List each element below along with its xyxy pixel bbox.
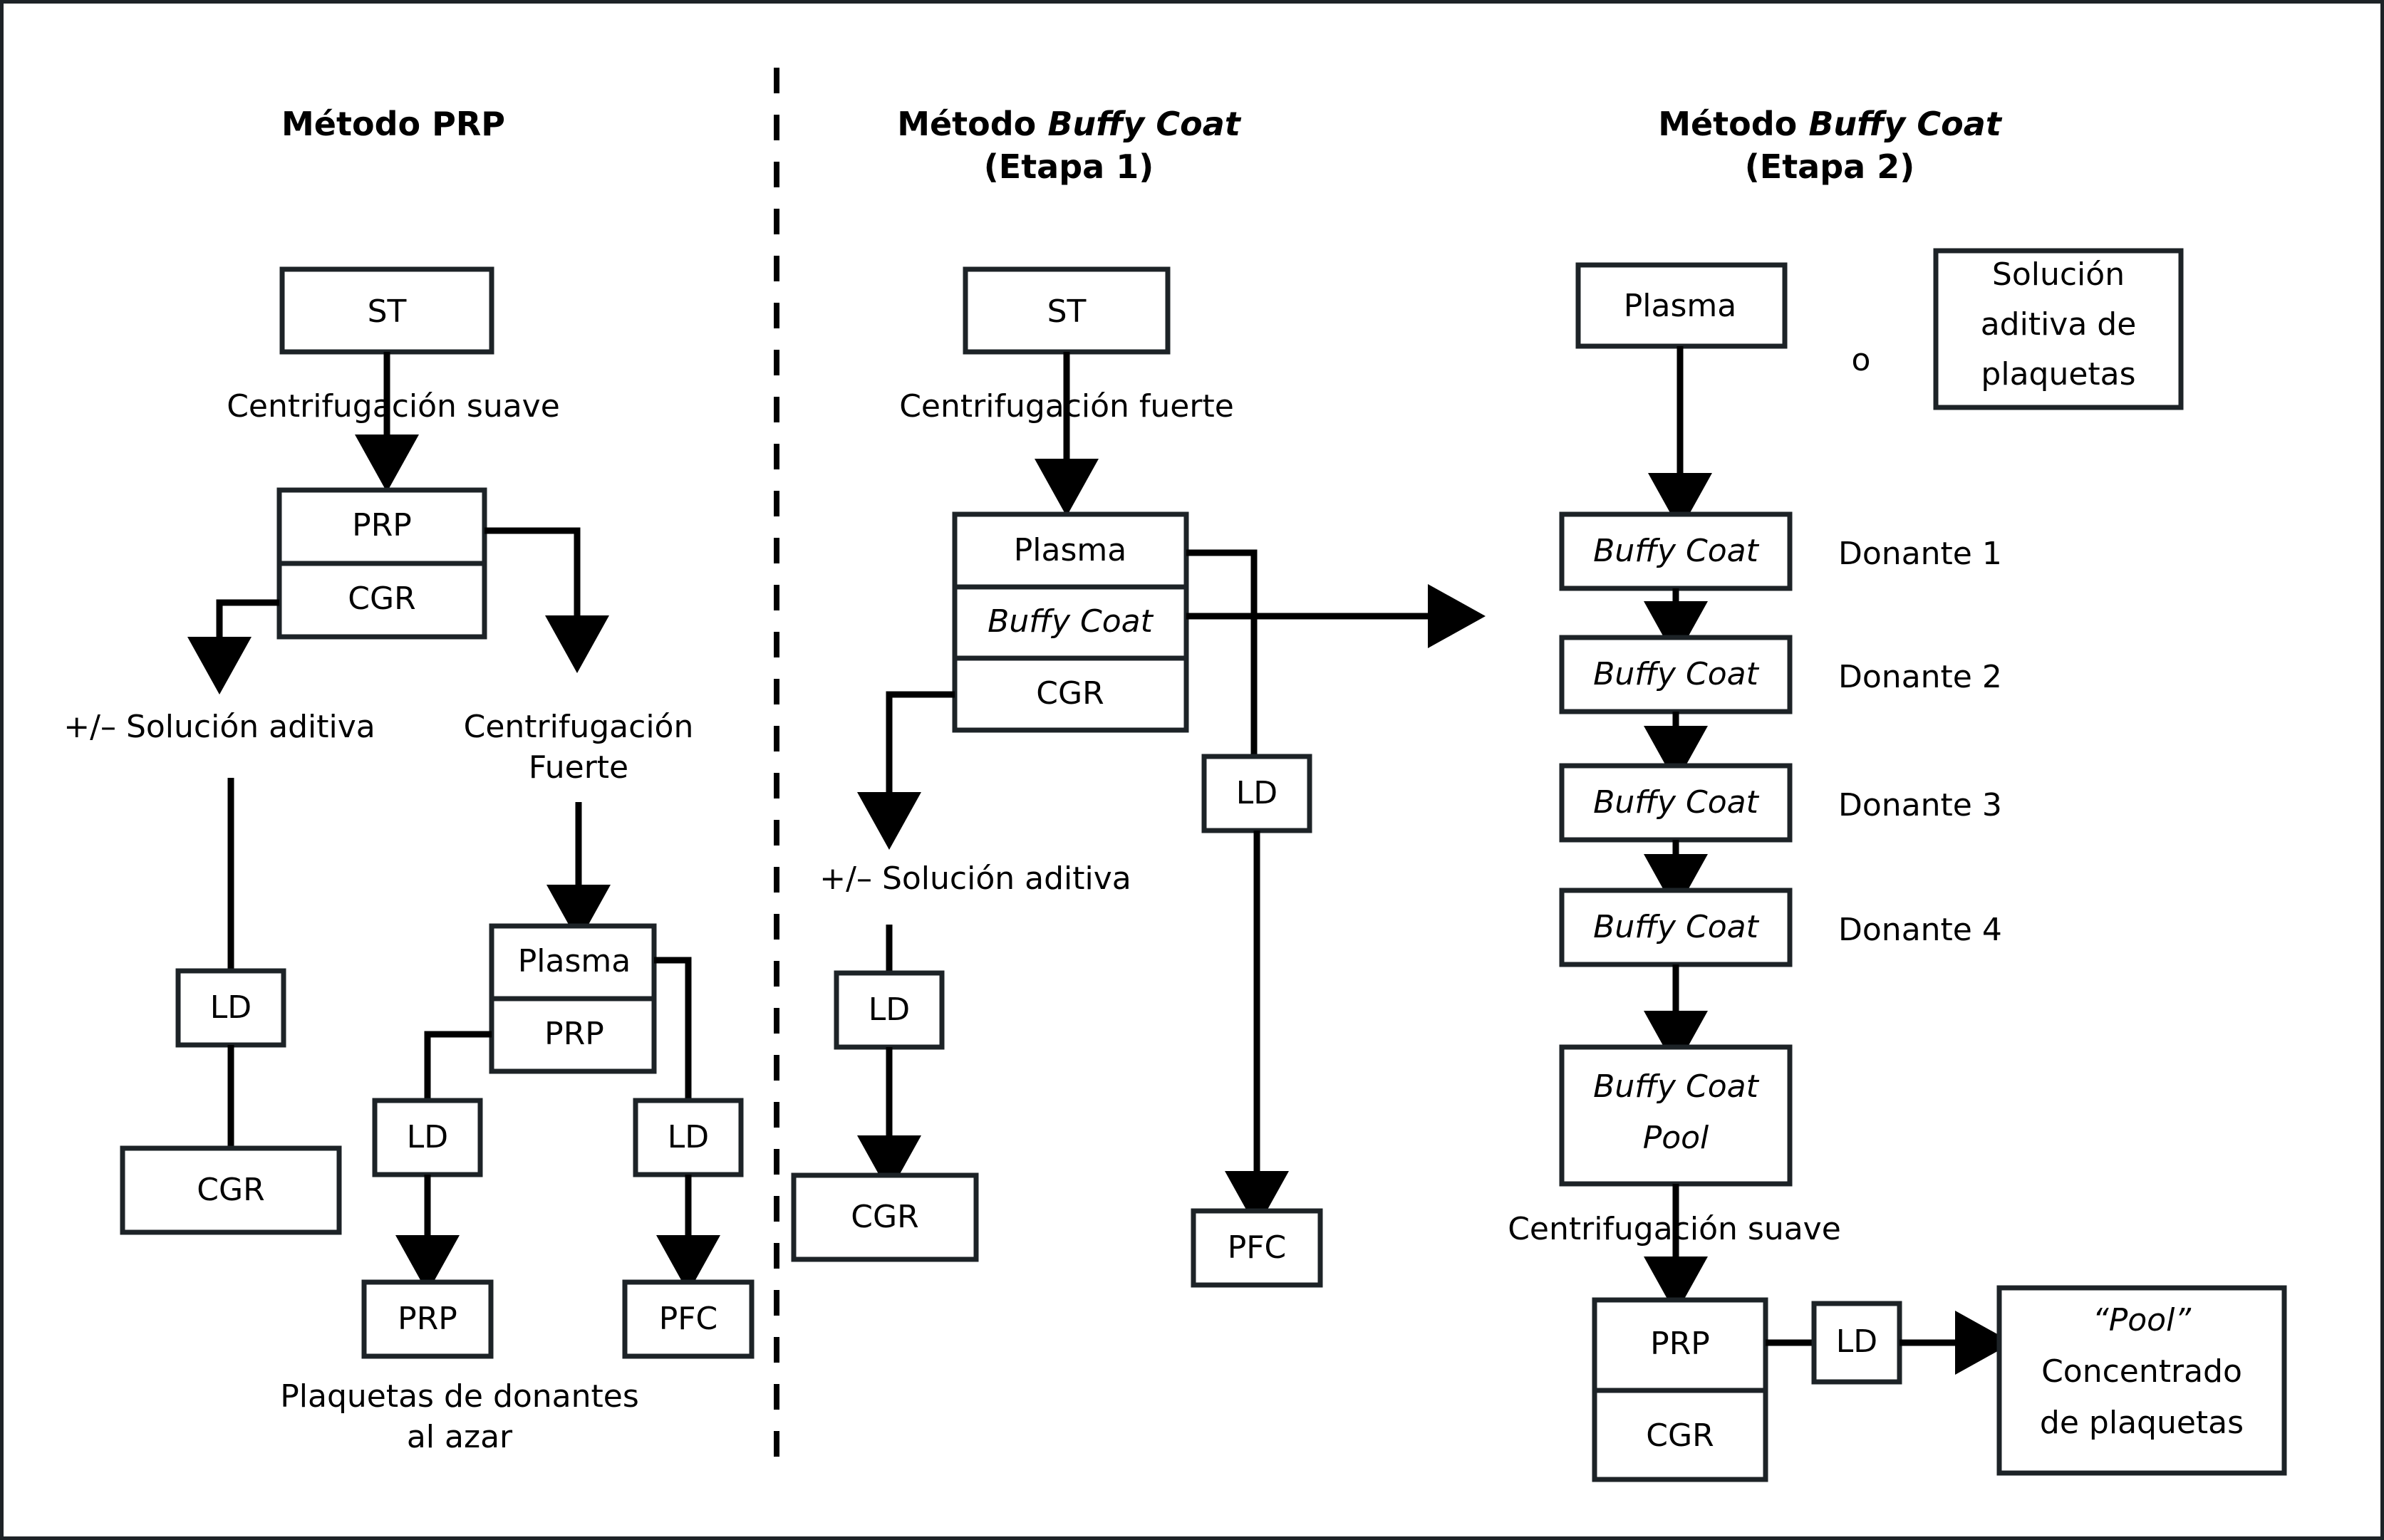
right-buffy-1-box [1559, 511, 1793, 591]
right-buffy-pool-line2: Pool [1643, 1120, 1709, 1156]
right-buffy-pool-line1: Buffy Coat [1593, 1068, 1759, 1105]
right-solucion-box [1933, 248, 2184, 410]
right-plasma-label: Plasma [1624, 288, 1736, 324]
middle-buffy-coat-label: Buffy Coat [988, 603, 1154, 640]
left-plasma-label: Plasma [518, 943, 631, 979]
middle-pfc-label: PFC [1228, 1229, 1287, 1266]
left-footer-line1: Plaquetas de donantes [280, 1378, 639, 1415]
middle-cgr-top-label: CGR [1036, 675, 1104, 712]
right-donante-1-label: Donante 1 [1838, 536, 2002, 572]
right-donante-2-label: Donante 2 [1838, 659, 2002, 695]
middle-cgr-bottom-label: CGR [851, 1199, 918, 1235]
middle-column-title: Método Buffy Coat [897, 105, 1242, 143]
middle-ld-right-label: LD [1236, 775, 1277, 811]
middle-title-main: Método [897, 105, 1047, 143]
right-ld-label: LD [1836, 1323, 1877, 1360]
left-pfc-out-box [622, 1279, 755, 1359]
middle-ld-left-label: LD [869, 992, 910, 1028]
left-centrif-fuerte-line2: Fuerte [529, 749, 628, 786]
arrow-cgr-branch-left [187, 599, 279, 694]
right-o-label: o [1852, 342, 1871, 378]
middle-pfc-box [1191, 1208, 1323, 1288]
left-prp-label: PRP [352, 507, 412, 543]
right-final-pool-box [1996, 1285, 2287, 1476]
middle-cgr-bottom-box [791, 1172, 979, 1262]
left-prp-mid-label: PRP [544, 1016, 604, 1052]
left-st-label: ST [368, 293, 407, 330]
right-column-title: Método Buffy Coat [1658, 105, 2003, 143]
right-buffy-4-label: Buffy Coat [1593, 909, 1759, 945]
right-donante-4-label: Donante 4 [1838, 912, 2002, 948]
left-ld-c-box [633, 1098, 744, 1177]
left-column-title: Método PRP [281, 105, 505, 143]
left-centrif-fuerte-line1: Centrifugación [464, 709, 694, 745]
right-cgr-label: CGR [1646, 1417, 1714, 1454]
right-title-italic: Buffy Coat [1808, 105, 2003, 143]
left-pfc-out-label: PFC [659, 1301, 718, 1337]
left-footer-line2: al azar [407, 1419, 513, 1455]
left-solucion-aditiva-label: +/– Solución aditiva [63, 709, 375, 745]
middle-st-label: ST [1047, 293, 1087, 330]
middle-column-subtitle: (Etapa 1) [984, 147, 1154, 186]
left-ld-a-label: LD [210, 989, 252, 1026]
right-buffy-4-box [1559, 888, 1793, 967]
left-cgr-a-label: CGR [197, 1172, 264, 1208]
left-ld-b-label: LD [407, 1119, 448, 1155]
middle-solucion-aditiva-label: +/– Solución aditiva [819, 860, 1131, 897]
middle-title-italic: Buffy Coat [1047, 105, 1242, 143]
right-column-subtitle: (Etapa 2) [1745, 147, 1915, 186]
right-title-main: Método [1658, 105, 1808, 143]
middle-st-box [963, 266, 1171, 355]
right-solucion-line3: plaquetas [1981, 356, 2135, 392]
right-solucion-line2: aditiva de [1981, 306, 2137, 343]
left-centrif-suave-label: Centrifugación suave [227, 388, 560, 425]
right-plasma-box [1575, 262, 1788, 349]
right-buffy-3-label: Buffy Coat [1593, 784, 1759, 821]
right-donante-3-label: Donante 3 [1838, 787, 2002, 823]
left-cgr-a-box [120, 1145, 342, 1235]
line-middle-plasma-to-ld [1186, 549, 1258, 756]
middle-plasma-buffy-cgr-box [952, 511, 1189, 733]
right-buffy-3-box [1559, 763, 1793, 843]
left-prp-out-label: PRP [398, 1301, 457, 1337]
right-final-line1: “Pool” [2093, 1302, 2192, 1338]
right-prp-label: PRP [1650, 1326, 1710, 1362]
arrow-middle-cgr-branch [857, 691, 955, 850]
right-buffy-2-label: Buffy Coat [1593, 656, 1759, 692]
arrow-prp-branch-right [484, 527, 609, 673]
right-centrif-suave-label: Centrifugación suave [1508, 1211, 1841, 1247]
middle-ld-right-box [1201, 754, 1312, 833]
right-final-line2: Concentrado [2041, 1353, 2242, 1390]
left-ld-b-box [372, 1098, 483, 1177]
middle-plasma-label: Plasma [1014, 532, 1126, 568]
right-buffy-pool-box [1559, 1044, 1793, 1187]
line-prp-mid-to-ld-b [424, 1031, 492, 1101]
left-ld-c-label: LD [668, 1119, 709, 1155]
middle-centrif-fuerte-label: Centrifugación fuerte [899, 388, 1234, 425]
right-buffy-1-label: Buffy Coat [1593, 533, 1759, 569]
left-cgr-label: CGR [348, 581, 415, 617]
right-solucion-line1: Solución [1992, 256, 2125, 293]
right-final-line3: de plaquetas [2040, 1405, 2244, 1441]
line-plasma-to-ld-c [654, 957, 692, 1101]
left-prp-out-box [361, 1279, 494, 1359]
